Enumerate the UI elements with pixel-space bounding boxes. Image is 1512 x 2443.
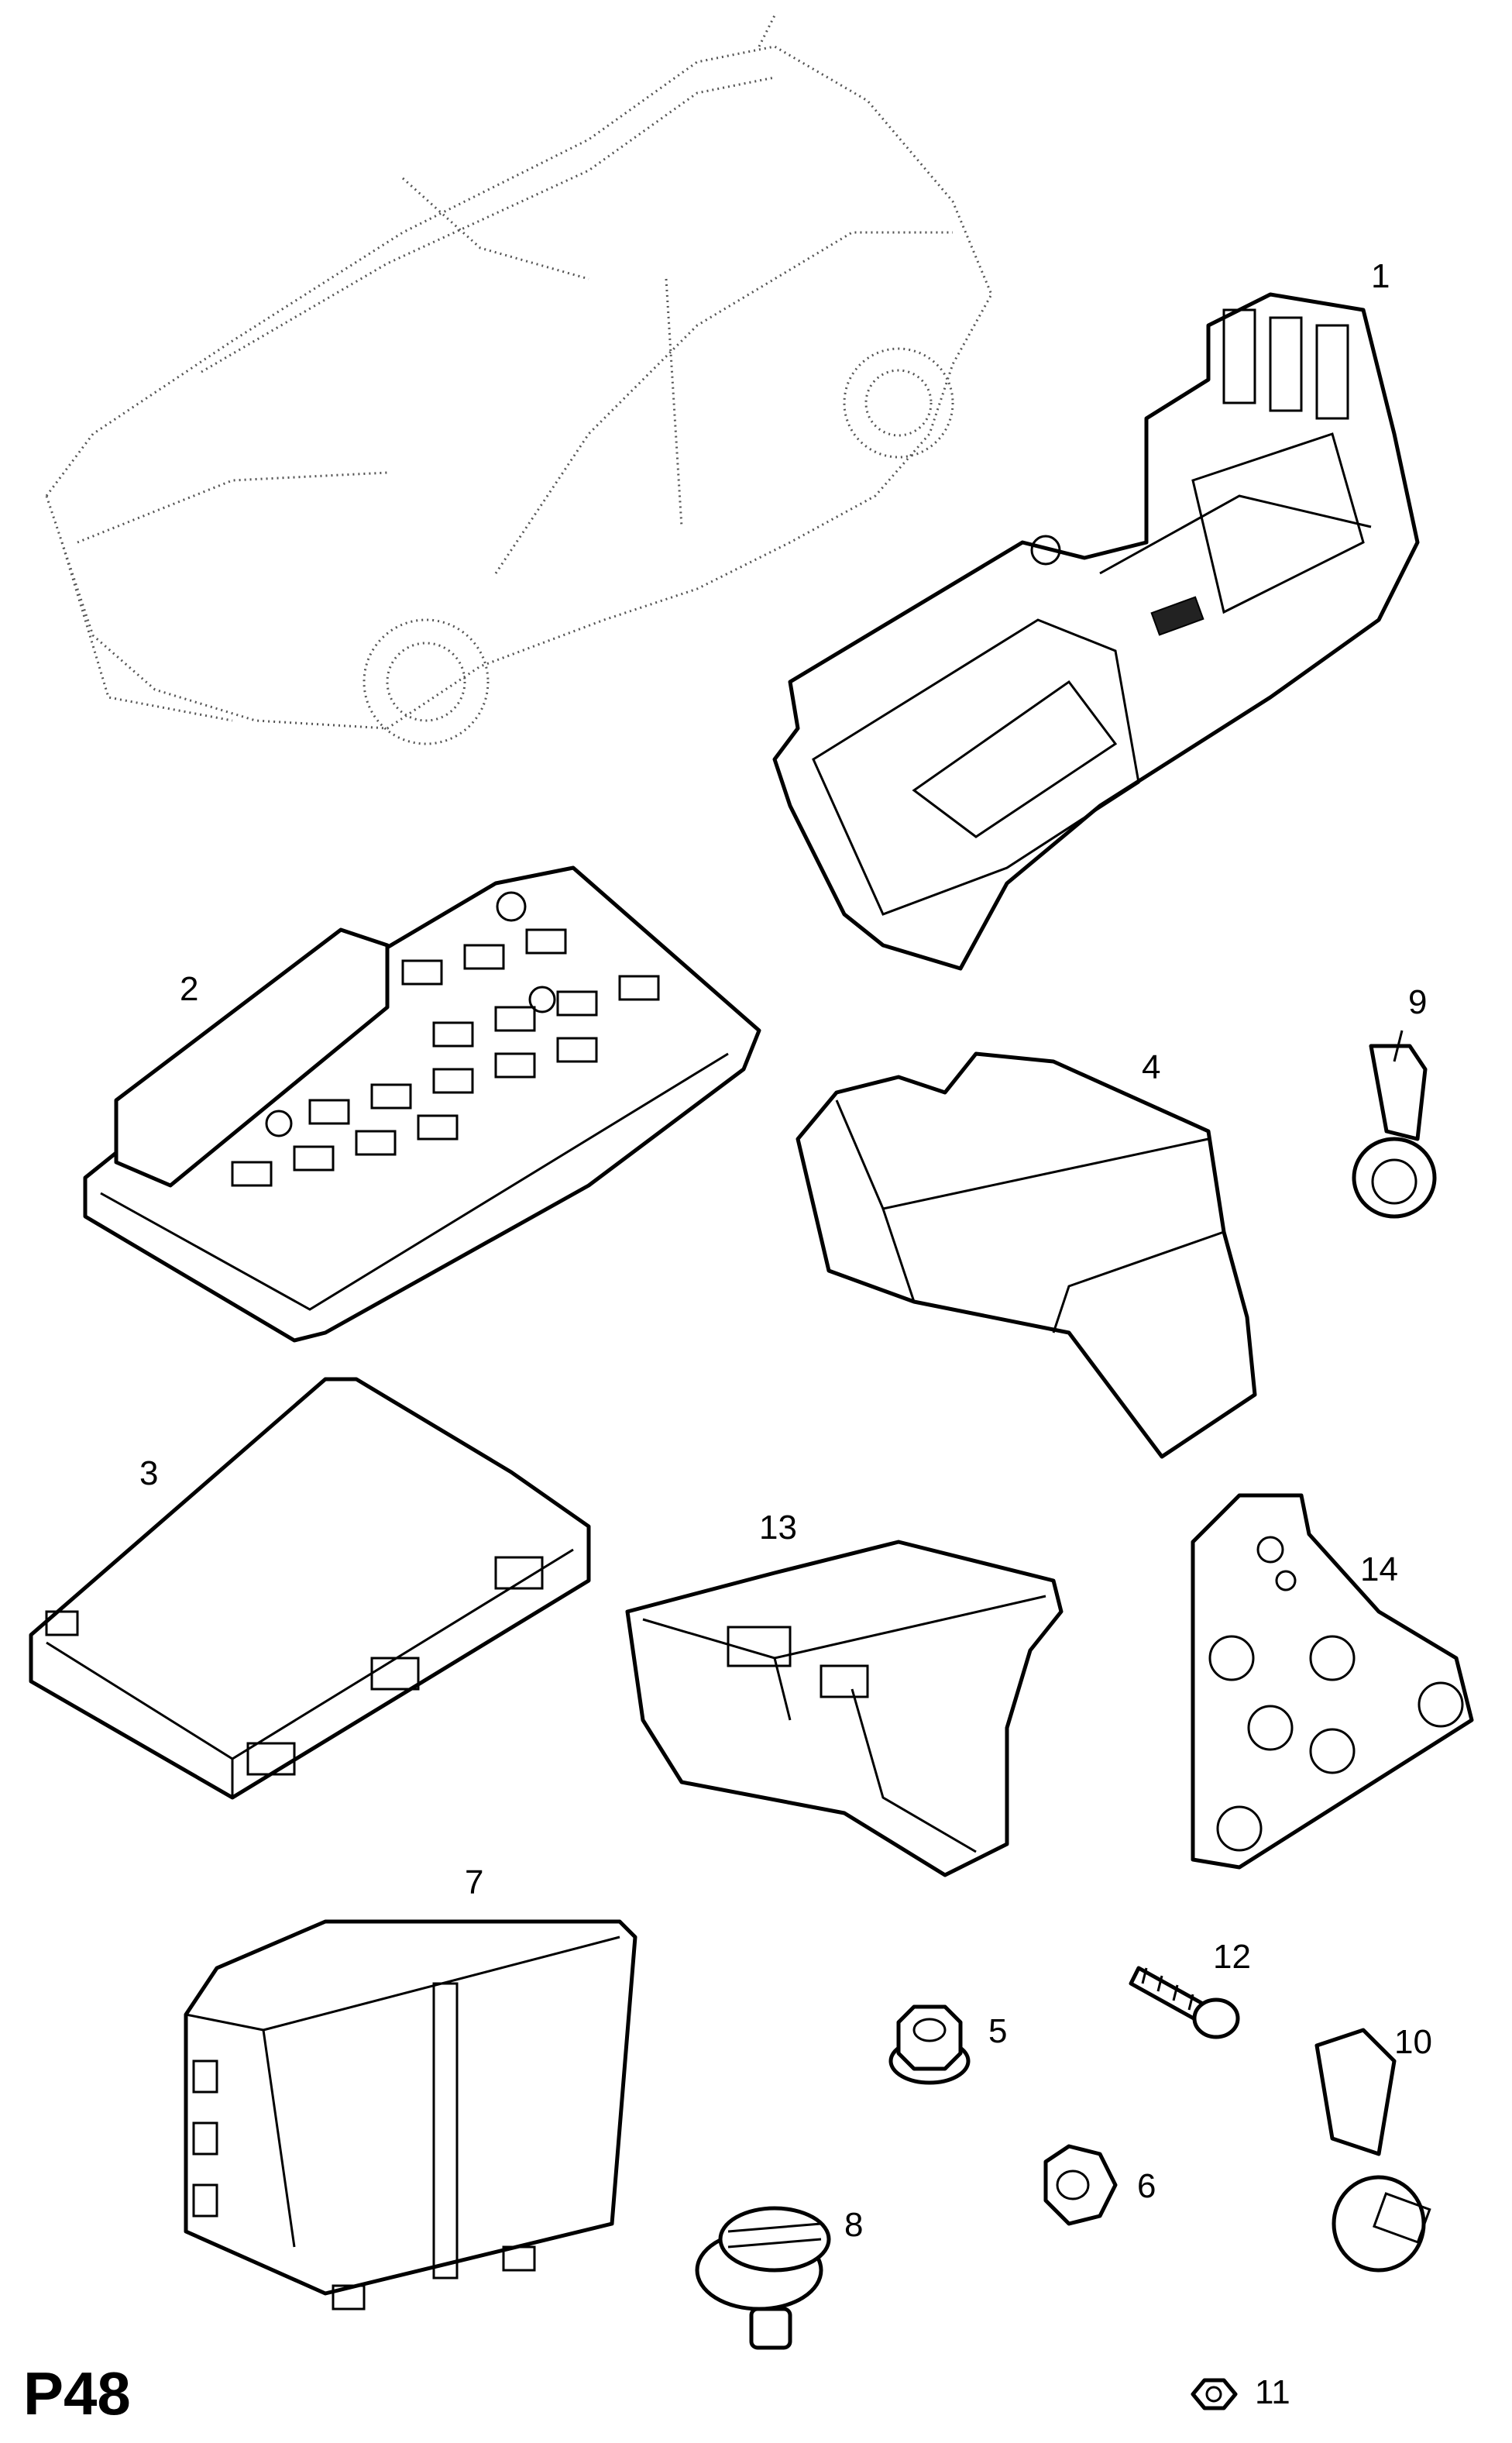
callout-2: 2	[180, 970, 199, 1008]
leader-line	[1393, 1030, 1404, 1062]
page-code: P48	[23, 2359, 131, 2428]
callout-7: 7	[465, 1863, 484, 1901]
callout-3: 3	[139, 1454, 159, 1492]
part-12-screw	[1129, 1966, 1240, 2039]
callout-4: 4	[1142, 1048, 1161, 1086]
callout-1: 1	[1371, 257, 1390, 295]
callout-5: 5	[988, 2012, 1008, 2050]
callout-9: 9	[1408, 983, 1428, 1021]
part-3-module	[29, 1377, 591, 1800]
part-13-bracket	[625, 1540, 1064, 1877]
part-14-plate	[1191, 1493, 1474, 1870]
part-1-housing	[772, 292, 1420, 971]
callout-8: 8	[844, 2206, 864, 2244]
part-8-knob	[695, 2206, 831, 2350]
part-6-nut	[1043, 2144, 1118, 2226]
part-11-nut	[1191, 2378, 1238, 2410]
part-9-latch	[1352, 1044, 1437, 1219]
part-5-nut	[888, 2004, 971, 2085]
callout-14: 14	[1360, 1550, 1398, 1588]
callout-6: 6	[1137, 2167, 1156, 2205]
callout-11: 11	[1255, 2373, 1290, 2411]
callout-10: 10	[1394, 2023, 1432, 2061]
vehicle-outline	[45, 15, 993, 745]
part-2-fusebox	[83, 865, 761, 1343]
part-4-cover	[796, 1051, 1257, 1459]
part-10-latch	[1314, 2028, 1431, 2273]
callout-12: 12	[1213, 1938, 1251, 1976]
part-7-module	[184, 1919, 637, 2311]
callout-13: 13	[759, 1509, 797, 1547]
